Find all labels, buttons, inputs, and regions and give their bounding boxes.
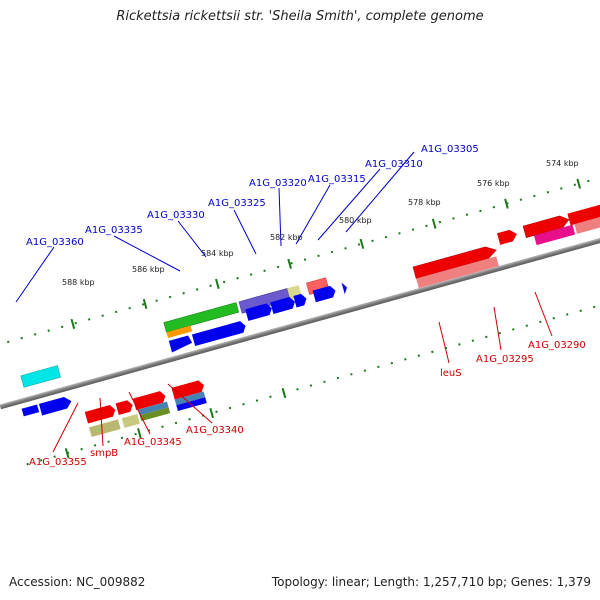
- gene-arrow[interactable]: [115, 399, 135, 415]
- major-tick: [142, 298, 148, 309]
- label-leader: [15, 246, 55, 303]
- gene-arrow[interactable]: [574, 213, 600, 234]
- gene-label[interactable]: A1G_03315: [308, 174, 366, 185]
- gene-arrow[interactable]: [21, 404, 40, 417]
- gene-arrow[interactable]: [138, 401, 169, 416]
- major-tick: [431, 218, 437, 229]
- major-tick: [215, 278, 220, 289]
- gene-arrow[interactable]: [522, 214, 571, 238]
- label-leader: [233, 209, 257, 255]
- gene-label[interactable]: A1G_03335: [85, 225, 143, 236]
- gene-label[interactable]: A1G_03355: [29, 457, 87, 468]
- gene-label[interactable]: smpB: [90, 448, 118, 459]
- gene-arrow[interactable]: [245, 302, 273, 321]
- tick-label: 586 kbp: [132, 265, 165, 274]
- gene-label[interactable]: A1G_03330: [147, 210, 205, 221]
- gene-arrow[interactable]: [38, 395, 73, 416]
- genome-backbone: [0, 233, 600, 410]
- tick-label: 578 kbp: [408, 198, 441, 207]
- label-leader: [113, 235, 181, 272]
- gene-arrow[interactable]: [270, 296, 296, 314]
- label-leader: [295, 184, 331, 245]
- major-tick: [504, 198, 509, 209]
- label-leader: [345, 151, 415, 233]
- gene-arrow[interactable]: [166, 325, 193, 339]
- major-tick: [359, 238, 365, 249]
- gene-label[interactable]: A1G_03340: [186, 425, 244, 436]
- gene-arrow[interactable]: [132, 390, 167, 411]
- gene-arrow[interactable]: [416, 256, 499, 289]
- gene-label[interactable]: A1G_03295: [476, 354, 534, 365]
- gene-label[interactable]: A1G_03360: [26, 237, 84, 248]
- gene-label[interactable]: A1G_03325: [208, 198, 266, 209]
- label-leader: [167, 383, 213, 424]
- label-leader: [52, 402, 79, 453]
- map-title: Rickettsia rickettsii str. 'Sheila Smith…: [116, 9, 484, 24]
- gene-arrow[interactable]: [176, 397, 207, 412]
- tick-label: 588 kbp: [62, 278, 95, 287]
- gene-arrow[interactable]: [341, 282, 349, 295]
- gene-arrow[interactable]: [412, 244, 498, 279]
- tick-label: 582 kbp: [270, 233, 303, 242]
- top-ruler: [0, 179, 592, 347]
- gene-arrow[interactable]: [89, 419, 121, 438]
- accession-text: Accession: NC_009882: [9, 575, 146, 589]
- gene-arrow[interactable]: [497, 228, 519, 245]
- gene-label[interactable]: A1G_03345: [124, 437, 182, 448]
- label-leader: [493, 306, 502, 351]
- label-leader: [438, 321, 450, 364]
- label-leader: [177, 220, 207, 258]
- label-leader: [317, 168, 381, 241]
- gene-arrow[interactable]: [533, 224, 576, 246]
- tick-label: 576 kbp: [477, 179, 510, 188]
- label-leader: [534, 291, 553, 337]
- tick-label: 584 kbp: [201, 249, 234, 258]
- gene-label[interactable]: A1G_03305: [421, 144, 479, 155]
- gene-arrow[interactable]: [293, 293, 308, 308]
- major-tick: [576, 178, 582, 189]
- major-tick: [287, 258, 292, 269]
- gene-arrow[interactable]: [84, 404, 117, 424]
- gene-arrow[interactable]: [567, 202, 600, 226]
- gene-arrow[interactable]: [174, 391, 206, 406]
- tick-label: 574 kbp: [546, 159, 579, 168]
- major-tick: [137, 428, 142, 439]
- gene-arrow[interactable]: [139, 407, 171, 422]
- gene-arrow[interactable]: [121, 414, 140, 428]
- gene-arrow[interactable]: [163, 302, 240, 333]
- gene-label[interactable]: A1G_03320: [249, 178, 307, 189]
- gene-label[interactable]: A1G_03310: [365, 159, 423, 170]
- gene-label[interactable]: leuS: [440, 368, 462, 379]
- bottom-ruler: [26, 297, 600, 466]
- major-tick: [209, 407, 214, 419]
- gene-arrow[interactable]: [20, 365, 61, 388]
- label-leader: [278, 187, 282, 247]
- label-leader: [99, 397, 104, 447]
- forward-genes: [20, 202, 600, 388]
- topology-summary: Topology: linear; Length: 1,257,710 bp; …: [271, 575, 591, 589]
- label-leader: [128, 391, 151, 435]
- gene-arrow[interactable]: [191, 320, 247, 347]
- gene-label[interactable]: A1G_03290: [528, 340, 586, 351]
- major-tick: [64, 448, 70, 459]
- major-tick: [70, 318, 76, 330]
- gene-arrow[interactable]: [312, 285, 337, 303]
- major-tick: [281, 387, 287, 399]
- gene-arrow[interactable]: [168, 335, 193, 353]
